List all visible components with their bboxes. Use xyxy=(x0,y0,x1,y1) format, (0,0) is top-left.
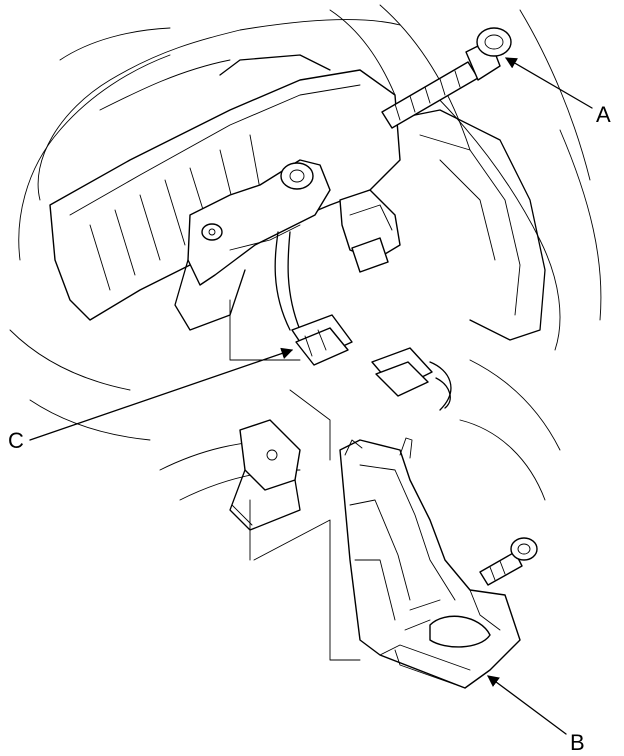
callout-b-label: B xyxy=(570,730,585,755)
bracket-bolt xyxy=(479,537,538,586)
bracket-assembly-b xyxy=(339,437,521,689)
callout-c-leader xyxy=(29,347,294,441)
callout-a-label: A xyxy=(596,102,611,127)
harness-connector-c xyxy=(291,314,452,411)
mounting-bolt xyxy=(381,27,512,129)
pivot-arm xyxy=(174,159,331,331)
callout-b: B xyxy=(487,675,585,755)
callout-c-label: C xyxy=(8,428,24,453)
callout-b-leader xyxy=(487,675,567,735)
callout-a-leader xyxy=(504,57,593,109)
upper-right-connector xyxy=(339,189,401,273)
lower-support-bracket xyxy=(229,419,301,531)
callout-a: A xyxy=(504,57,611,127)
callout-c: C xyxy=(8,347,294,453)
